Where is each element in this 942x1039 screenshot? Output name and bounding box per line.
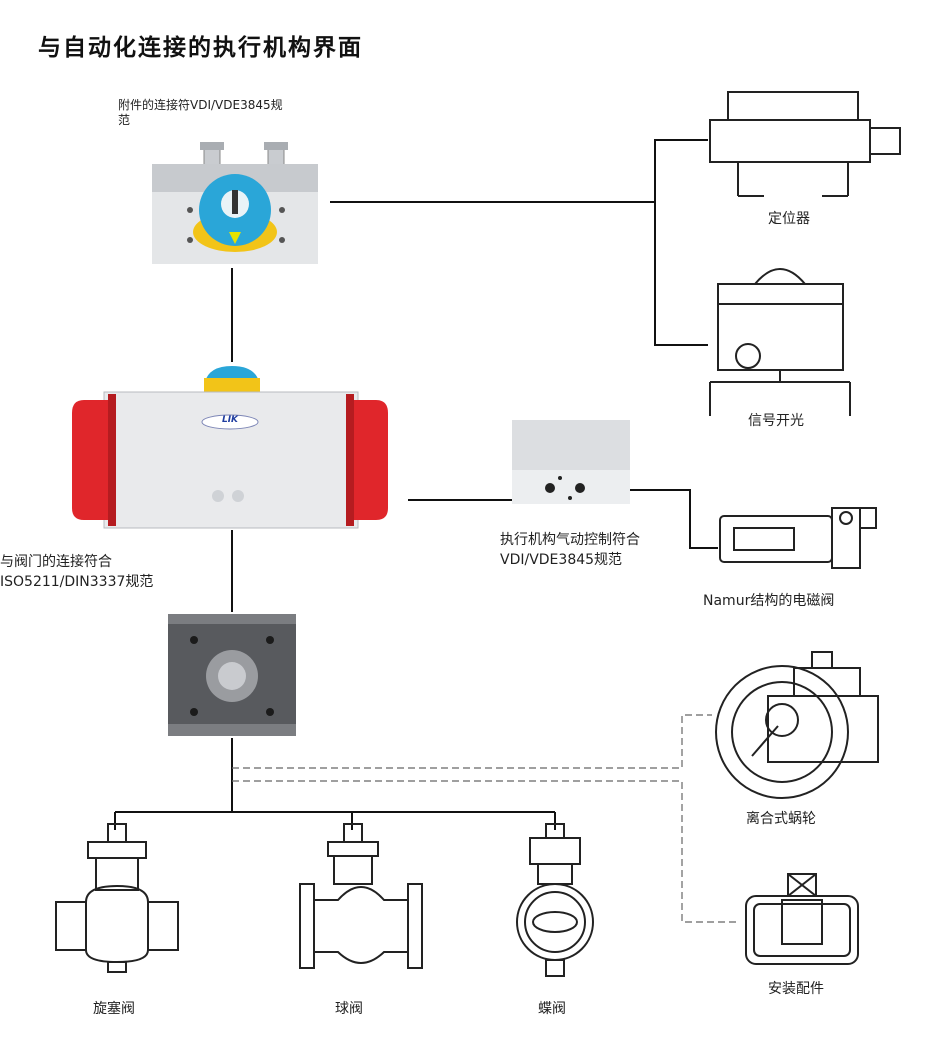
positioner-icon	[709, 91, 901, 197]
line-positioner-switch	[654, 139, 708, 346]
mounting-label: 安装配件	[768, 981, 824, 997]
dashed-line-mounting	[232, 780, 740, 923]
pneumatic-caption: 执行机构气动控制符合 VDI/VDE3845规范	[500, 532, 640, 568]
ball-valve-label: 球阀	[335, 1001, 363, 1017]
line-plate-to-solenoid	[630, 489, 718, 549]
brand-logo: LIK	[221, 415, 239, 425]
page-title: 与自动化连接的执行机构界面	[38, 35, 363, 61]
worm-gear-label: 离合式蜗轮	[746, 811, 816, 827]
signal-switch-label: 信号开光	[744, 410, 808, 430]
pneumatic-actuator	[72, 366, 388, 529]
dashed-line-worm-gear	[232, 714, 712, 769]
iso5211-flange	[168, 614, 296, 736]
vdi-connector-bracket	[152, 142, 318, 264]
worm-gear-icon	[715, 651, 879, 799]
butterfly-valve-icon	[516, 823, 594, 977]
plug-valve-icon	[55, 823, 179, 973]
mounting-kit-icon	[745, 873, 859, 965]
namur-interface-plate	[512, 420, 630, 504]
positioner-label: 定位器	[768, 211, 810, 227]
ball-valve-icon	[299, 823, 423, 969]
solenoid-valve-icon	[719, 507, 877, 569]
plug-valve-label: 旋塞阀	[93, 1001, 135, 1017]
top-connector-caption: 附件的连接符VDI/VDE3845规 范	[118, 98, 283, 127]
valve-connection-caption: 与阀门的连接符合 ISO5211/DIN3337规范	[0, 554, 154, 590]
butterfly-valve-label: 蝶阀	[538, 1001, 566, 1017]
solenoid-label: Namur结构的电磁阀	[703, 593, 835, 609]
signal-switch-icon	[709, 268, 851, 416]
